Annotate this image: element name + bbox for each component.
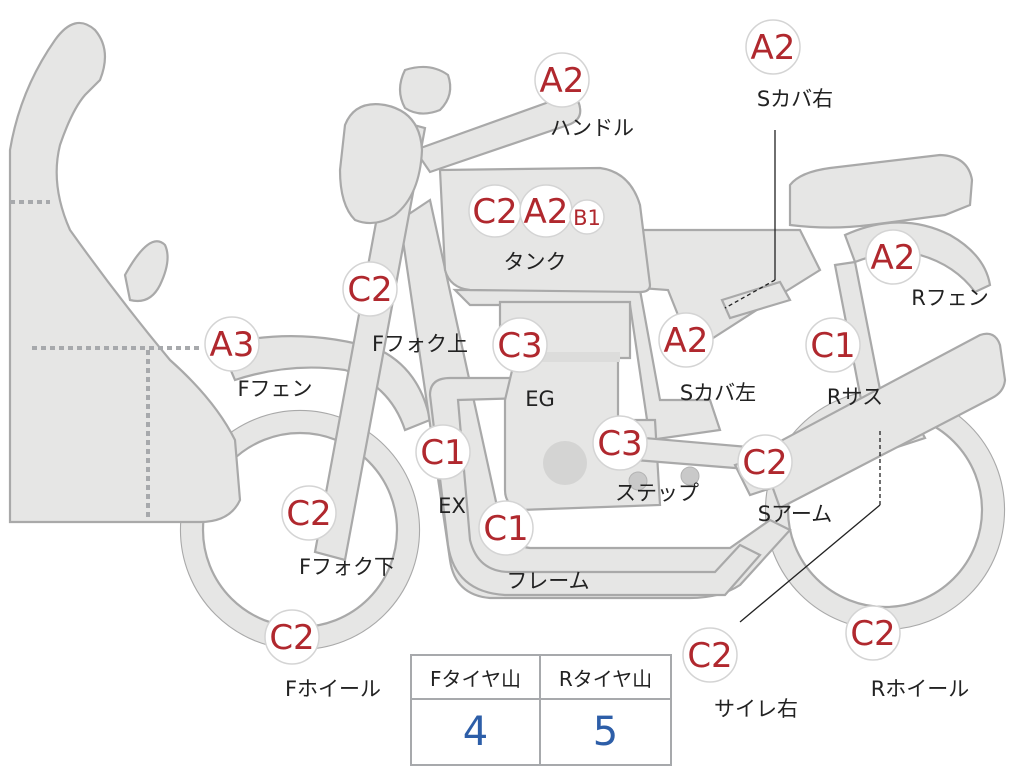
rear-tire-header: Rタイヤ山 (541, 656, 670, 700)
part-label: Rフェン (911, 286, 989, 310)
damage-grade: C3 (597, 424, 642, 464)
damage-grade: C2 (269, 618, 314, 658)
part-label: タンク (504, 250, 567, 274)
damage-grade: C1 (420, 433, 465, 473)
damage-grade: C1 (483, 509, 528, 549)
front-tire-value: 4 (412, 700, 541, 764)
badge-circle (805, 317, 861, 373)
badge-circle (682, 627, 738, 683)
damage-grade: C2 (472, 192, 517, 232)
damage-grade: C2 (687, 636, 732, 676)
damage-grade: B1 (573, 206, 601, 230)
part-label: フレーム (506, 569, 589, 593)
part-label: サイレ右 (714, 697, 798, 721)
badge-circle (745, 19, 801, 75)
badge-circle (534, 52, 590, 108)
badge-circle (204, 316, 260, 372)
part-label: Sアーム (758, 502, 832, 526)
step-peg-left (628, 471, 648, 491)
badge-circle (415, 424, 471, 480)
badge-circle (264, 609, 320, 665)
step-peg-right (680, 466, 700, 486)
silencer-shape (758, 332, 1007, 510)
badge-circle (281, 485, 337, 541)
part-label: Fフェン (237, 377, 312, 401)
part-label: Rサス (827, 385, 883, 409)
damage-grade: C1 (810, 326, 855, 366)
badge-circle (492, 317, 548, 373)
damage-grade: A3 (210, 325, 255, 365)
damage-badge-tank-c2: C2 (468, 184, 522, 238)
badge-circle (865, 229, 921, 285)
damage-grade: A2 (540, 61, 585, 101)
damage-badge-handle: A2 ハンドル (534, 52, 634, 140)
damage-grade: A2 (524, 192, 569, 232)
damage-badge-tank-a2: A2 タンク (504, 184, 573, 274)
part-label: ステップ (615, 481, 699, 505)
headlight-shape (338, 103, 424, 225)
part-label: Fホイール (285, 677, 381, 701)
seat-shape (788, 153, 974, 229)
part-label: Sカバ右 (757, 87, 833, 111)
damage-badge-tank-b1: B1 (569, 199, 605, 235)
badge-circle (342, 261, 398, 317)
badge-circle (569, 199, 605, 235)
rear-tire-value: 5 (592, 709, 619, 755)
damage-grade: C3 (497, 326, 542, 366)
leader-line-silencer-right (739, 504, 881, 623)
damage-grade: C2 (850, 614, 895, 654)
damage-badge-frame: C1 フレーム (478, 500, 590, 593)
tire-tread-table: Fタイヤ山 Rタイヤ山 4 5 (410, 654, 672, 766)
part-label: Sカバ左 (680, 381, 756, 405)
part-label: EX (438, 494, 466, 518)
engine-fin (508, 352, 620, 362)
damage-grade: A2 (871, 238, 916, 278)
part-label: ハンドル (550, 116, 634, 140)
badge-circle (592, 415, 648, 471)
damage-grade: C2 (286, 494, 331, 534)
damage-grade: C2 (347, 270, 392, 310)
damage-grade: C2 (742, 443, 787, 483)
badge-circle (845, 605, 901, 661)
part-label: Rホイール (871, 677, 970, 701)
damage-grade: A2 (664, 321, 709, 361)
leader-line-side-cover-right-dash (724, 279, 776, 309)
fairing-inner-shape (123, 240, 169, 303)
fairing-shape (8, 21, 242, 524)
part-label: EG (525, 387, 555, 411)
engine-cover-circle (543, 441, 587, 485)
mirror-shape (398, 65, 452, 115)
exhaust-shape (428, 376, 762, 597)
badge-circle (478, 500, 534, 556)
part-label: Fフォク上 (372, 332, 468, 356)
part-label: Fフォク下 (299, 555, 395, 579)
front-tire-header: Fタイヤ山 (412, 656, 541, 700)
badge-circle (737, 434, 793, 490)
badge-circle (658, 312, 714, 368)
damage-grade: A2 (751, 28, 796, 68)
damage-badge-silencer-right: C2 サイレ右 (682, 627, 798, 721)
damage-badge-step: C3 ステップ (592, 415, 699, 505)
